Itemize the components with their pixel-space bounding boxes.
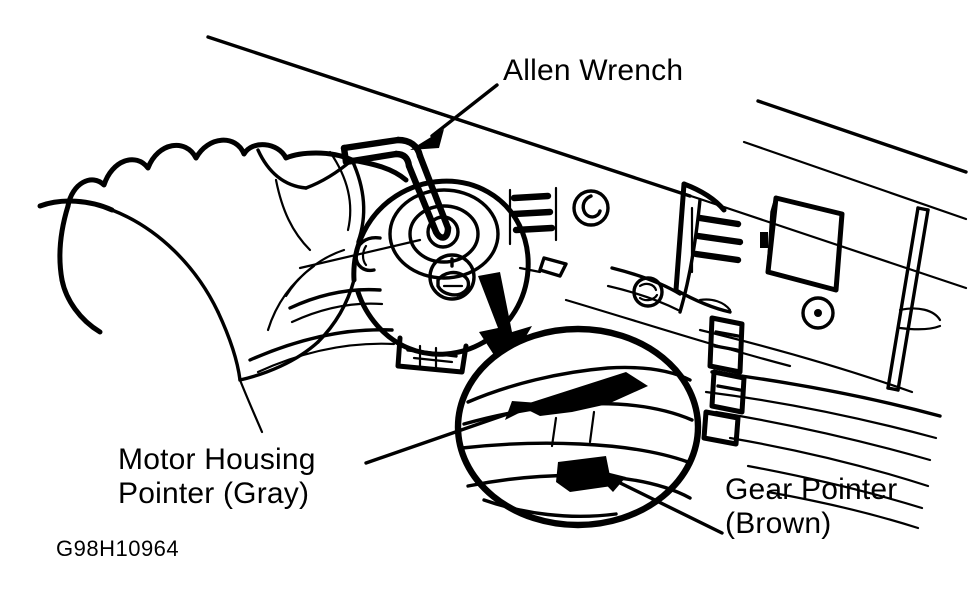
dash-panel-structure-lines (206, 35, 968, 290)
callout-line-2: (Brown) (725, 506, 832, 540)
gray-pointer-mark (520, 372, 648, 416)
leader-allen-wrench (410, 83, 499, 150)
callout-line-2: Pointer (Gray) (118, 476, 310, 510)
leader-motor-housing-pointer (364, 401, 539, 465)
linkage-rod (886, 206, 942, 392)
brown-pointer-mark (556, 456, 612, 492)
callout-line-1: Gear Pointer (725, 473, 898, 506)
magnified-pointer-detail (454, 325, 702, 529)
callout-line-1: Motor Housing (118, 443, 316, 476)
figure-id-code: G98H10964 (56, 536, 180, 561)
callout-label-allen-wrench: Allen Wrench (503, 54, 684, 87)
callout-label-gear-pointer: Gear Pointer(Brown) (725, 473, 897, 540)
connector-cluster (698, 298, 747, 447)
blend-door-actuator-motor (248, 178, 531, 375)
leader-gear-pointer (590, 468, 724, 535)
